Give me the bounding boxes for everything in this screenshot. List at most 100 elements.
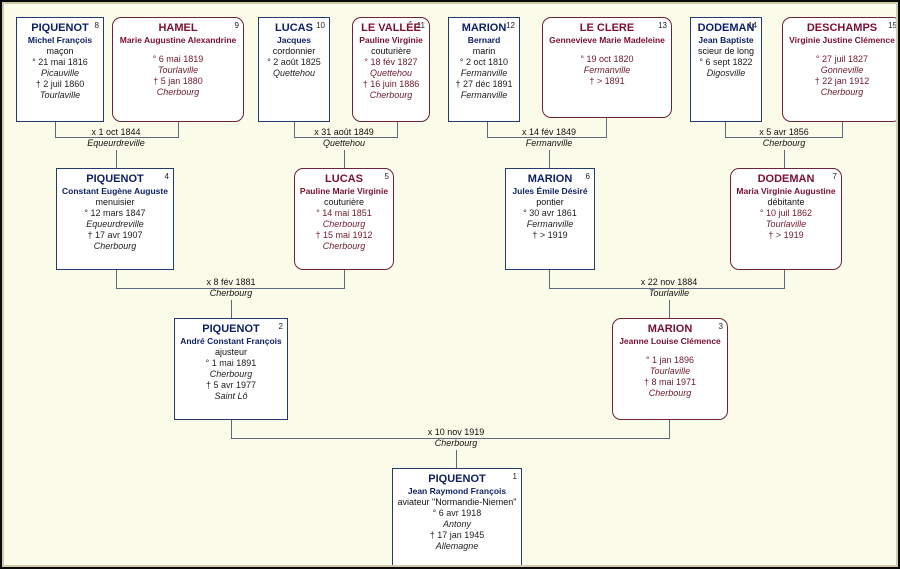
- person-given-names: Constant Eugène Auguste: [62, 186, 168, 196]
- birth-date: ° 10 juil 1862: [759, 208, 813, 218]
- sosa-number: 13: [658, 21, 667, 30]
- sosa-number: 15: [888, 21, 897, 30]
- birth-date: ° 14 mai 1851: [316, 208, 372, 218]
- person-surname: PIQUENOT: [86, 173, 144, 185]
- death-place: Cherbourg: [820, 87, 864, 97]
- birth-date: ° 1 mai 1891: [205, 358, 257, 368]
- person-box: 2 PIQUENOT André Constant François ajust…: [174, 318, 288, 420]
- marriage-place: Equeurdreville: [87, 138, 145, 148]
- person-given-names: Maria Virginie Augustine: [736, 186, 836, 196]
- death-place: Cherbourg: [369, 90, 413, 100]
- death-date: † 27 déc 1891: [455, 79, 513, 89]
- person-box: 9 HAMEL Marie Augustine Alexandrine ° 6 …: [112, 17, 244, 122]
- birth-place: Tourlaville: [765, 219, 807, 229]
- person-box: 1 PIQUENOT Jean Raymond François aviateu…: [392, 468, 522, 567]
- person-box: 10 LUCAS Jacques cordonnier ° 2 août 182…: [258, 17, 330, 122]
- birth-place: Cherbourg: [209, 369, 253, 379]
- birth-place: Fermanville: [526, 219, 574, 229]
- person-surname: DESCHAMPS: [806, 22, 878, 34]
- birth-date: ° 2 oct 1810: [459, 57, 509, 67]
- death-date: † 2 juil 1860: [35, 79, 85, 89]
- connector-line: [784, 270, 785, 288]
- person-box: 7 DODEMAN Maria Virginie Augustine débit…: [730, 168, 842, 270]
- birth-date: ° 27 juil 1827: [815, 54, 869, 64]
- person-occupation: menuisier: [95, 197, 135, 207]
- person-occupation: pontier: [536, 197, 564, 207]
- birth-place: Cherbourg: [322, 219, 366, 229]
- birth-place: Tourlaville: [649, 366, 691, 376]
- person-given-names: Marie Augustine Alexandrine: [119, 35, 237, 45]
- person-box: 6 MARION Jules Émile Désiré pontier ° 30…: [505, 168, 595, 270]
- sosa-number: 10: [316, 21, 325, 30]
- death-date: † > 1919: [768, 230, 804, 240]
- death-date: † 22 jan 1912: [814, 76, 870, 86]
- sosa-number: 4: [164, 172, 169, 181]
- birth-place: Tourlaville: [157, 65, 199, 75]
- person-box: 4 PIQUENOT Constant Eugène Auguste menui…: [56, 168, 174, 270]
- person-given-names: Jean Baptiste: [698, 35, 754, 45]
- marriage-place: Tourlaville: [648, 288, 690, 298]
- person-given-names: Jeanne Louise Clémence: [619, 336, 721, 346]
- person-surname: PIQUENOT: [428, 473, 486, 485]
- connector-line: [456, 450, 457, 468]
- person-surname: LUCAS: [325, 173, 363, 185]
- connector-line: [725, 122, 726, 137]
- connector-line: [549, 150, 550, 169]
- connector-line: [669, 300, 670, 319]
- marriage-place: Cherbourg: [209, 288, 253, 298]
- person-box: 11 LE VALLÉE Pauline Virginie couturière…: [352, 17, 430, 122]
- connector-line: [842, 122, 843, 137]
- sosa-number: 2: [278, 322, 283, 331]
- person-given-names: Jacques: [276, 35, 312, 45]
- death-place: Fermanville: [460, 90, 508, 100]
- birth-date: ° 1 jan 1896: [645, 355, 695, 365]
- birth-date: ° 6 mai 1819: [152, 54, 204, 64]
- marriage-date: x 14 fév 1849: [521, 127, 577, 137]
- sosa-number: 11: [416, 21, 425, 30]
- birth-date: ° 12 mars 1847: [84, 208, 146, 218]
- connector-line: [487, 137, 607, 138]
- person-given-names: Pauline Marie Virginie: [299, 186, 389, 196]
- person-surname: LE CLERE: [579, 22, 635, 34]
- marriage-place: Cherbourg: [434, 438, 478, 448]
- person-occupation: cordonnier: [272, 46, 316, 56]
- sosa-number: 7: [832, 172, 837, 181]
- connector-line: [55, 137, 179, 138]
- birth-date: ° 18 fév 1827: [364, 57, 418, 67]
- marriage-label: x 1 oct 1844 Equeurdreville: [51, 127, 181, 149]
- marriage-label: x 14 fév 1849 Fermanville: [484, 127, 614, 149]
- death-date: † > 1891: [589, 76, 625, 86]
- person-occupation: aviateur "Normandie-Niemen": [397, 497, 517, 507]
- marriage-label: x 22 nov 1884 Tourlaville: [604, 277, 734, 299]
- person-surname: HAMEL: [158, 22, 198, 34]
- birth-date: ° 6 avr 1918: [432, 508, 482, 518]
- connector-line: [55, 122, 56, 137]
- person-given-names: Michel François: [27, 35, 93, 45]
- person-occupation: maçon: [46, 46, 74, 56]
- death-place: Cherbourg: [93, 241, 137, 251]
- death-date: † 15 mai 1912: [315, 230, 373, 240]
- person-surname: PIQUENOT: [31, 22, 89, 34]
- death-date: † 5 avr 1977: [205, 380, 257, 390]
- connector-line: [725, 137, 843, 138]
- person-occupation: débitante: [767, 197, 805, 207]
- marriage-label: x 31 août 1849 Quettehou: [279, 127, 409, 149]
- connector-line: [116, 150, 117, 169]
- person-given-names: Jean Raymond François: [407, 486, 507, 496]
- person-box: 3 MARION Jeanne Louise Clémence ° 1 jan …: [612, 318, 728, 420]
- birth-place: Quettehou: [272, 68, 316, 78]
- person-surname: PIQUENOT: [202, 323, 260, 335]
- person-surname: LE VALLÉE: [361, 22, 421, 34]
- person-box: 12 MARION Bernard marin ° 2 oct 1810 Fer…: [448, 17, 520, 122]
- birth-date: ° 6 sept 1822: [699, 57, 753, 67]
- sosa-number: 14: [748, 21, 757, 30]
- death-place: Cherbourg: [322, 241, 366, 251]
- person-occupation: scieur de long: [697, 46, 755, 56]
- birth-place: Quettehou: [369, 68, 413, 78]
- sosa-number: 5: [384, 172, 389, 181]
- marriage-date: x 8 fév 1881: [206, 277, 256, 287]
- connector-line: [344, 270, 345, 288]
- death-date: † 16 juin 1886: [362, 79, 420, 89]
- person-box: 5 LUCAS Pauline Marie Virginie couturièr…: [294, 168, 394, 270]
